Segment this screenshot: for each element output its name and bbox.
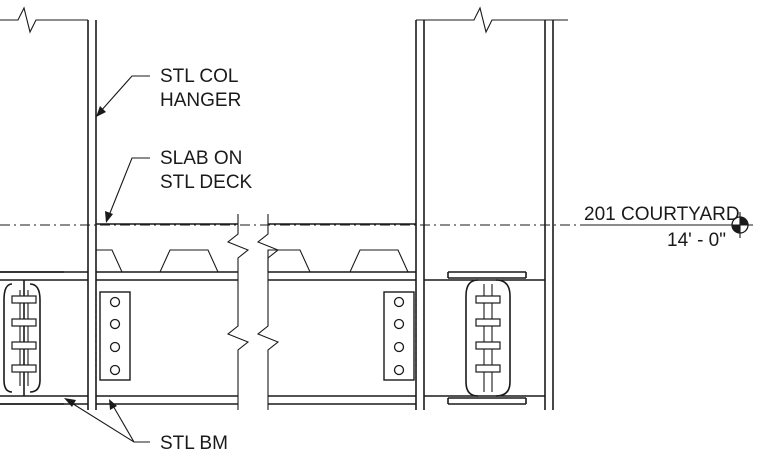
- level-name: 201 COURTYARD: [584, 204, 740, 225]
- label-beam: STL BM: [160, 433, 228, 454]
- label-col-hanger-1: STL COL: [160, 66, 239, 87]
- right-ibeam-section: [447, 271, 527, 405]
- leader-col-hanger: [96, 75, 150, 117]
- slab-on-steel-deck: [96, 223, 416, 273]
- break-line: [226, 214, 280, 410]
- right-ibeam-bolts: [475, 295, 501, 373]
- right-column-hanger: [415, 6, 568, 410]
- label-slab-2: STL DECK: [160, 172, 253, 193]
- label-col-hanger-2: HANGER: [160, 90, 241, 111]
- left-ibeam-section: [0, 271, 64, 405]
- left-shear-plate: [95, 291, 131, 381]
- level-marker: [582, 212, 753, 238]
- label-slab-1: SLAB ON: [160, 148, 242, 169]
- leader-slab: [105, 157, 150, 223]
- left-column-hanger: [0, 6, 97, 410]
- right-shear-plate: [383, 291, 417, 381]
- level-elevation: 14' - 0": [667, 230, 726, 251]
- leader-beam: [64, 398, 150, 443]
- left-ibeam-bolts: [11, 295, 37, 373]
- steel-beam: [0, 271, 545, 405]
